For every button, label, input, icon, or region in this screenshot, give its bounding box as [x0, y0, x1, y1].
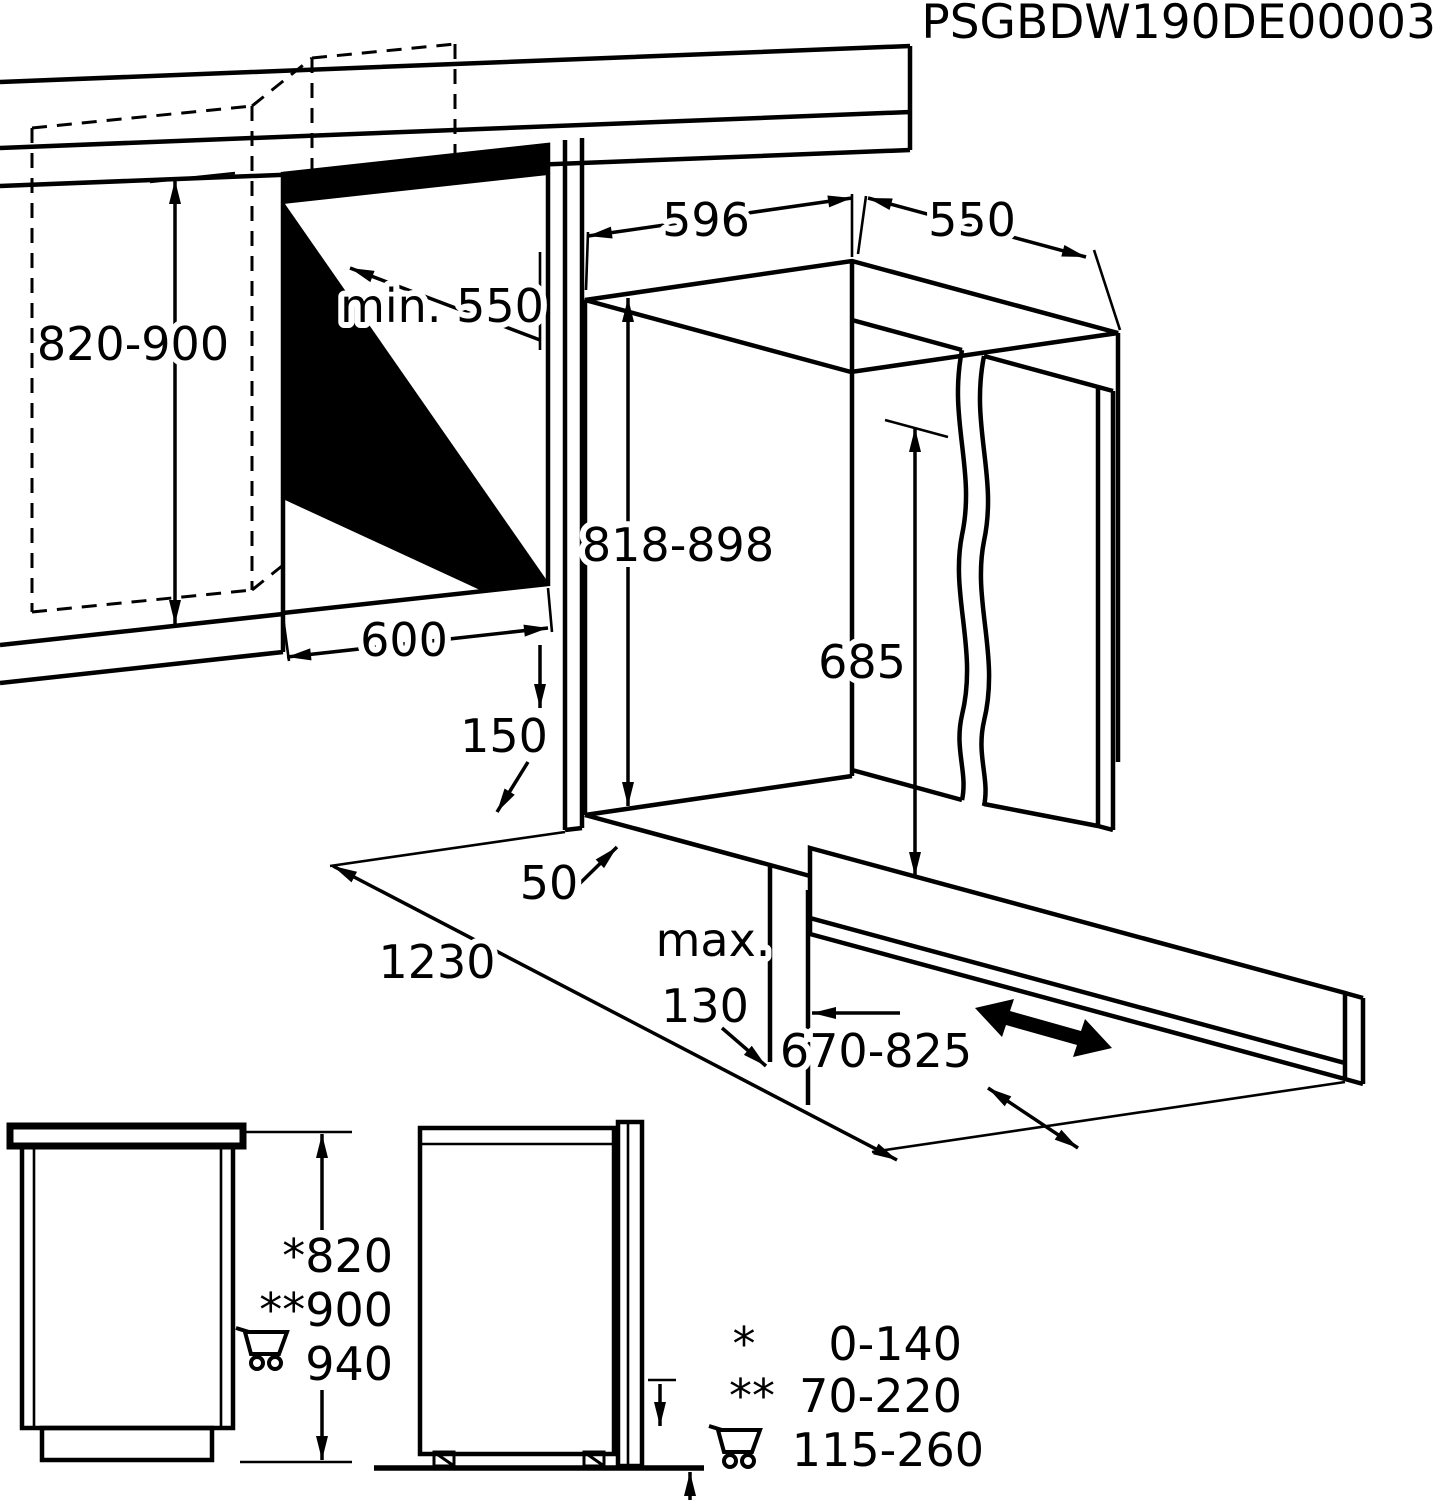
cart-icon — [235, 1326, 290, 1371]
dim-board-range-diagonal — [987, 1086, 1079, 1150]
slide-direction-arrow — [975, 999, 1112, 1057]
cart-wheel-left — [722, 1453, 738, 1469]
cart-wheel-right — [267, 1355, 283, 1371]
sv-range-cart: 115-260 — [792, 1423, 984, 1477]
sv-mark-double-star: ** — [729, 1369, 775, 1423]
sv-mark-star: * — [733, 1317, 756, 1371]
label-niche-height: 820-900 — [37, 317, 229, 371]
niche-floor-wedge — [285, 500, 480, 611]
dim-niche-depth — [349, 266, 541, 342]
fv-side-edges — [32, 1146, 223, 1428]
door-panel-break-waves — [955, 349, 992, 807]
label-recess-max-word: max. — [656, 913, 771, 967]
sv-range-star: 0-140 — [828, 1317, 962, 1371]
fv-plinth — [39, 1425, 215, 1463]
dimension-lines — [169, 180, 1087, 1162]
sv-range-double-star: 70-220 — [799, 1369, 962, 1423]
dim-plinth-step-lower — [495, 761, 530, 813]
cart-wheel-right — [740, 1453, 756, 1469]
label-appliance-width: 596 — [662, 193, 750, 247]
fv-label-height-raised: **900 — [259, 1283, 393, 1337]
dim-pullout-depth — [332, 864, 898, 1162]
label-niche-depth: min. 550 — [340, 279, 544, 333]
dim-niche-width — [286, 624, 549, 661]
niche-shadow-triangle — [285, 204, 548, 611]
label-board-range: 670-825 — [780, 1024, 972, 1078]
cart-icon — [708, 1424, 763, 1469]
label-plinth-step: 150 — [460, 709, 548, 763]
appliance-box-lines — [582, 258, 1121, 818]
label-niche-width: 600 — [360, 613, 448, 667]
sv-body — [417, 1125, 617, 1457]
fv-body — [19, 1143, 236, 1431]
label-side-gap: 50 — [520, 856, 579, 910]
niche-outline — [280, 142, 551, 616]
door-panel-edges — [851, 317, 1116, 833]
front-elevation-view: *820 **900 940 — [6, 1122, 399, 1463]
label-appliance-depth: 550 — [928, 193, 1016, 247]
drawing-code: PSGBDW190DE00003 — [921, 0, 1436, 50]
fv-label-height-worktop: *820 — [282, 1229, 393, 1283]
cabinet-side-panel — [562, 138, 585, 833]
fv-worktop — [6, 1122, 247, 1150]
dim-appliance-width — [587, 195, 853, 239]
extension-lines — [149, 171, 1346, 1464]
dim-recess-max — [720, 1026, 768, 1068]
side-elevation-view: * 0-140 ** 70-220 115-260 — [374, 1119, 990, 1500]
cart-basket — [708, 1424, 763, 1454]
cart-wheel-left — [249, 1355, 265, 1371]
dim-appliance-depth — [867, 196, 1087, 259]
fv-label-height-cart: 940 — [305, 1337, 393, 1391]
cart-basket — [235, 1326, 290, 1356]
label-door-height: 685 — [818, 635, 906, 689]
labels: PSGBDW190DE00003 820-900 min. 550 596 55… — [31, 0, 1436, 1084]
dishwasher-body — [582, 258, 1121, 833]
niche-opening — [280, 142, 551, 616]
label-appliance-height: 818-898 — [582, 518, 774, 572]
sv-door — [615, 1119, 645, 1469]
niche-shadow-top-band — [283, 145, 548, 204]
label-pullout-depth: 1230 — [378, 935, 495, 989]
cabinet-base-lines — [0, 611, 286, 686]
label-recess-max-value: 130 — [661, 979, 749, 1033]
